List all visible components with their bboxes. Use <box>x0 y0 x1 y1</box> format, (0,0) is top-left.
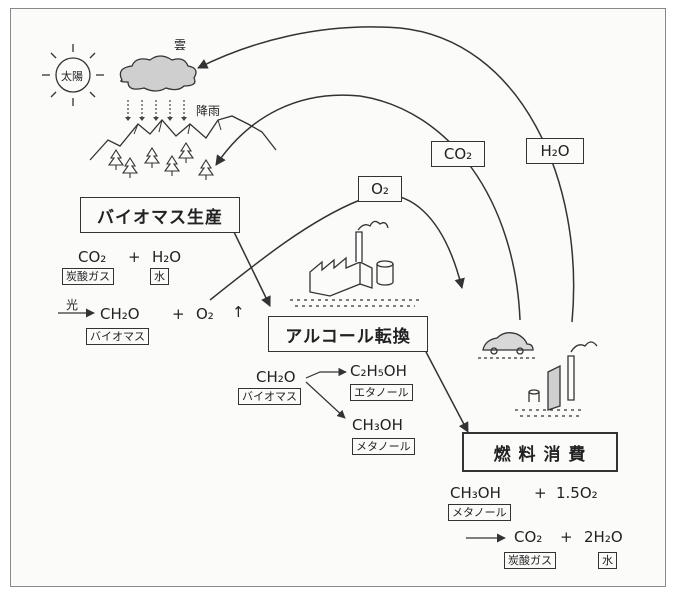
photo-reactant1-name: 炭酸ガス <box>62 268 114 285</box>
rain-label: 降雨 <box>196 102 220 119</box>
conv-output1: C₂H₅OH <box>350 362 407 380</box>
rain-icon <box>125 100 187 121</box>
comb-reactant2: 1.5O₂ <box>556 484 598 502</box>
o2-flow-label: O₂ <box>358 176 402 202</box>
photo-product1-name: バイオマス <box>86 328 149 345</box>
car-icon <box>478 333 536 358</box>
comb-product1: CO₂ <box>514 528 542 546</box>
comb-plus2: + <box>560 528 573 546</box>
biomass-to-alcohol-arrow <box>234 232 270 306</box>
cloud-label: 雲 <box>174 36 186 53</box>
h2o-return-arrow <box>198 27 574 322</box>
h2o-flow-label: H₂O <box>526 138 584 164</box>
comb-plus: + <box>534 484 547 502</box>
conv-input: CH₂O <box>256 368 296 386</box>
comb-product1-name: 炭酸ガス <box>504 552 556 569</box>
alcohol-to-fuel-arrow <box>425 350 468 432</box>
photo-product2: O₂ <box>196 305 214 323</box>
photo-reactant2-name: 水 <box>150 268 169 285</box>
photo-reactant1: CO₂ <box>78 248 106 266</box>
trees-icon <box>109 143 213 180</box>
conv-output1-name: エタノール <box>350 384 413 401</box>
photo-condition: 光 <box>66 296 78 313</box>
to-methanol-arrow <box>306 382 345 418</box>
photo-plus: + <box>128 248 141 266</box>
cloud-icon <box>120 56 196 91</box>
conv-input-name: バイオマス <box>238 388 301 405</box>
biomass-production-box: バイオマス生産 <box>80 197 240 233</box>
comb-product2-name: 水 <box>598 552 617 569</box>
factory-icon <box>290 221 420 306</box>
photo-reactant2: H₂O <box>152 248 181 266</box>
photo-product1: CH₂O <box>100 305 140 323</box>
photo-plus2: + <box>172 305 185 323</box>
photo-up-arrow: ↑ <box>232 303 245 321</box>
comb-reactant1: CH₃OH <box>450 484 501 502</box>
co2-flow-label: CO₂ <box>431 141 485 167</box>
sun-label: 太陽 <box>61 68 83 84</box>
fuel-consumption-box: 燃 料 消 費 <box>462 432 618 472</box>
power-plant-icon <box>515 342 597 416</box>
conv-output2-name: メタノール <box>352 438 415 455</box>
to-ethanol-arrow <box>306 372 346 378</box>
comb-product2: 2H₂O <box>584 528 623 546</box>
alcohol-conversion-box: アルコール転換 <box>268 316 428 352</box>
comb-reactant1-name: メタノール <box>448 504 511 521</box>
conv-output2: CH₃OH <box>352 416 403 434</box>
o2-flow-arrow <box>210 195 462 300</box>
